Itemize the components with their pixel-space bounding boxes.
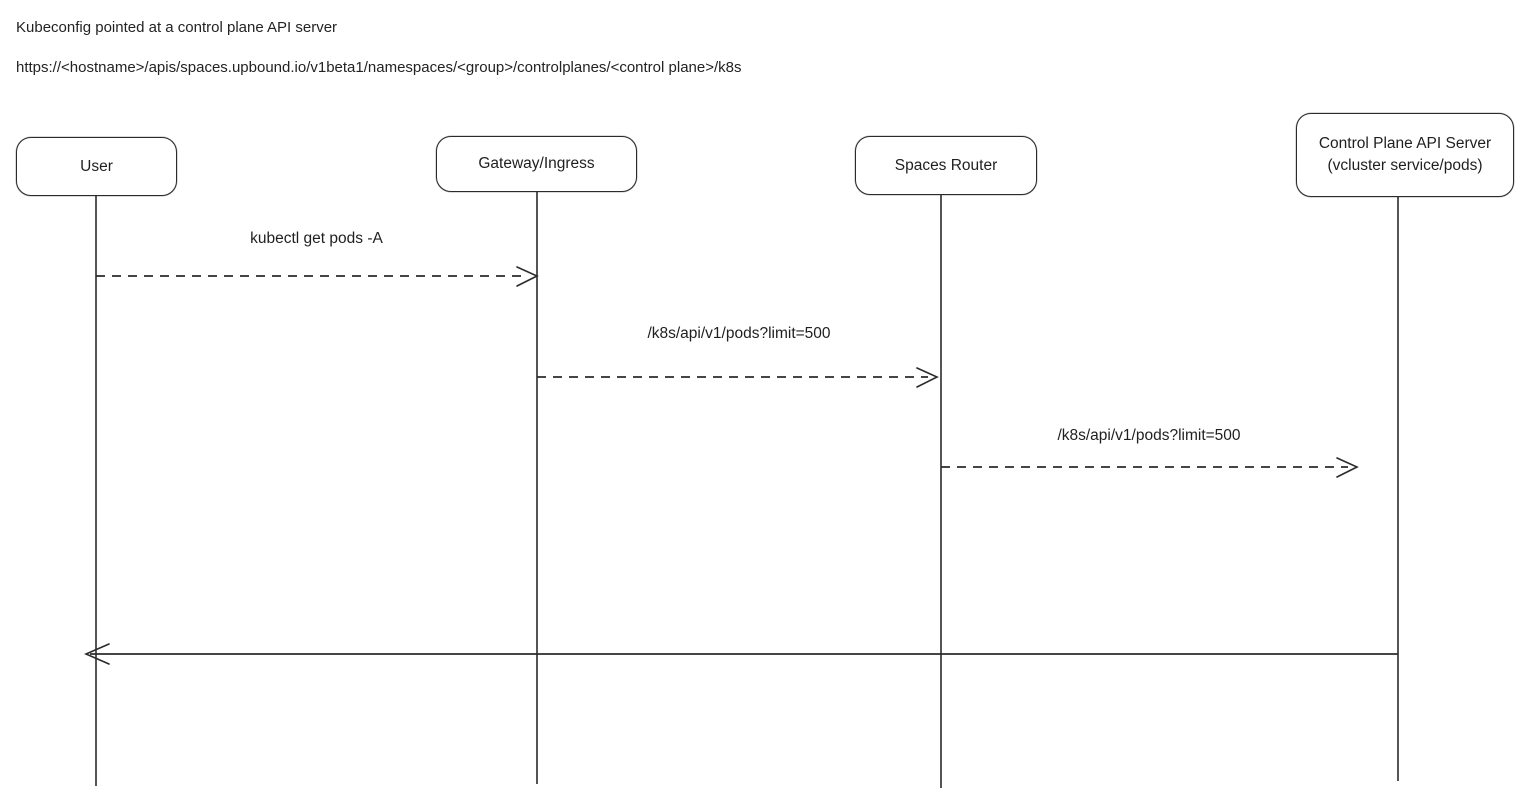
actor-spaces-router: Spaces Router bbox=[855, 136, 1037, 195]
actor-gateway-ingress-label: Gateway/Ingress bbox=[478, 155, 595, 173]
actor-gateway-ingress: Gateway/Ingress bbox=[436, 136, 637, 192]
message-arrow-1 bbox=[96, 266, 539, 287]
actor-control-plane-label: Control Plane API Server bbox=[1318, 135, 1492, 153]
message-arrow-return bbox=[83, 643, 1398, 665]
message-label-kubectl: kubectl get pods -A bbox=[250, 230, 383, 247]
diagram-note-title: Kubeconfig pointed at a control plane AP… bbox=[16, 19, 338, 36]
actor-control-plane-api-server: Control Plane API Server (vcluster servi… bbox=[1296, 113, 1514, 197]
message-arrow-2 bbox=[537, 367, 939, 388]
actor-spaces-router-label: Spaces Router bbox=[894, 156, 998, 174]
message-arrow-3 bbox=[941, 457, 1359, 478]
actor-user: User bbox=[16, 137, 177, 196]
actor-control-plane-sublabel: (vcluster service/pods) bbox=[1327, 157, 1483, 174]
diagram-note-url: https://<hostname>/apis/spaces.upbound.i… bbox=[16, 59, 742, 76]
message-label-k8s-api-1: /k8s/api/v1/pods?limit=500 bbox=[647, 325, 831, 342]
message-label-k8s-api-2: /k8s/api/v1/pods?limit=500 bbox=[1057, 427, 1241, 444]
actor-user-label: User bbox=[80, 157, 113, 175]
